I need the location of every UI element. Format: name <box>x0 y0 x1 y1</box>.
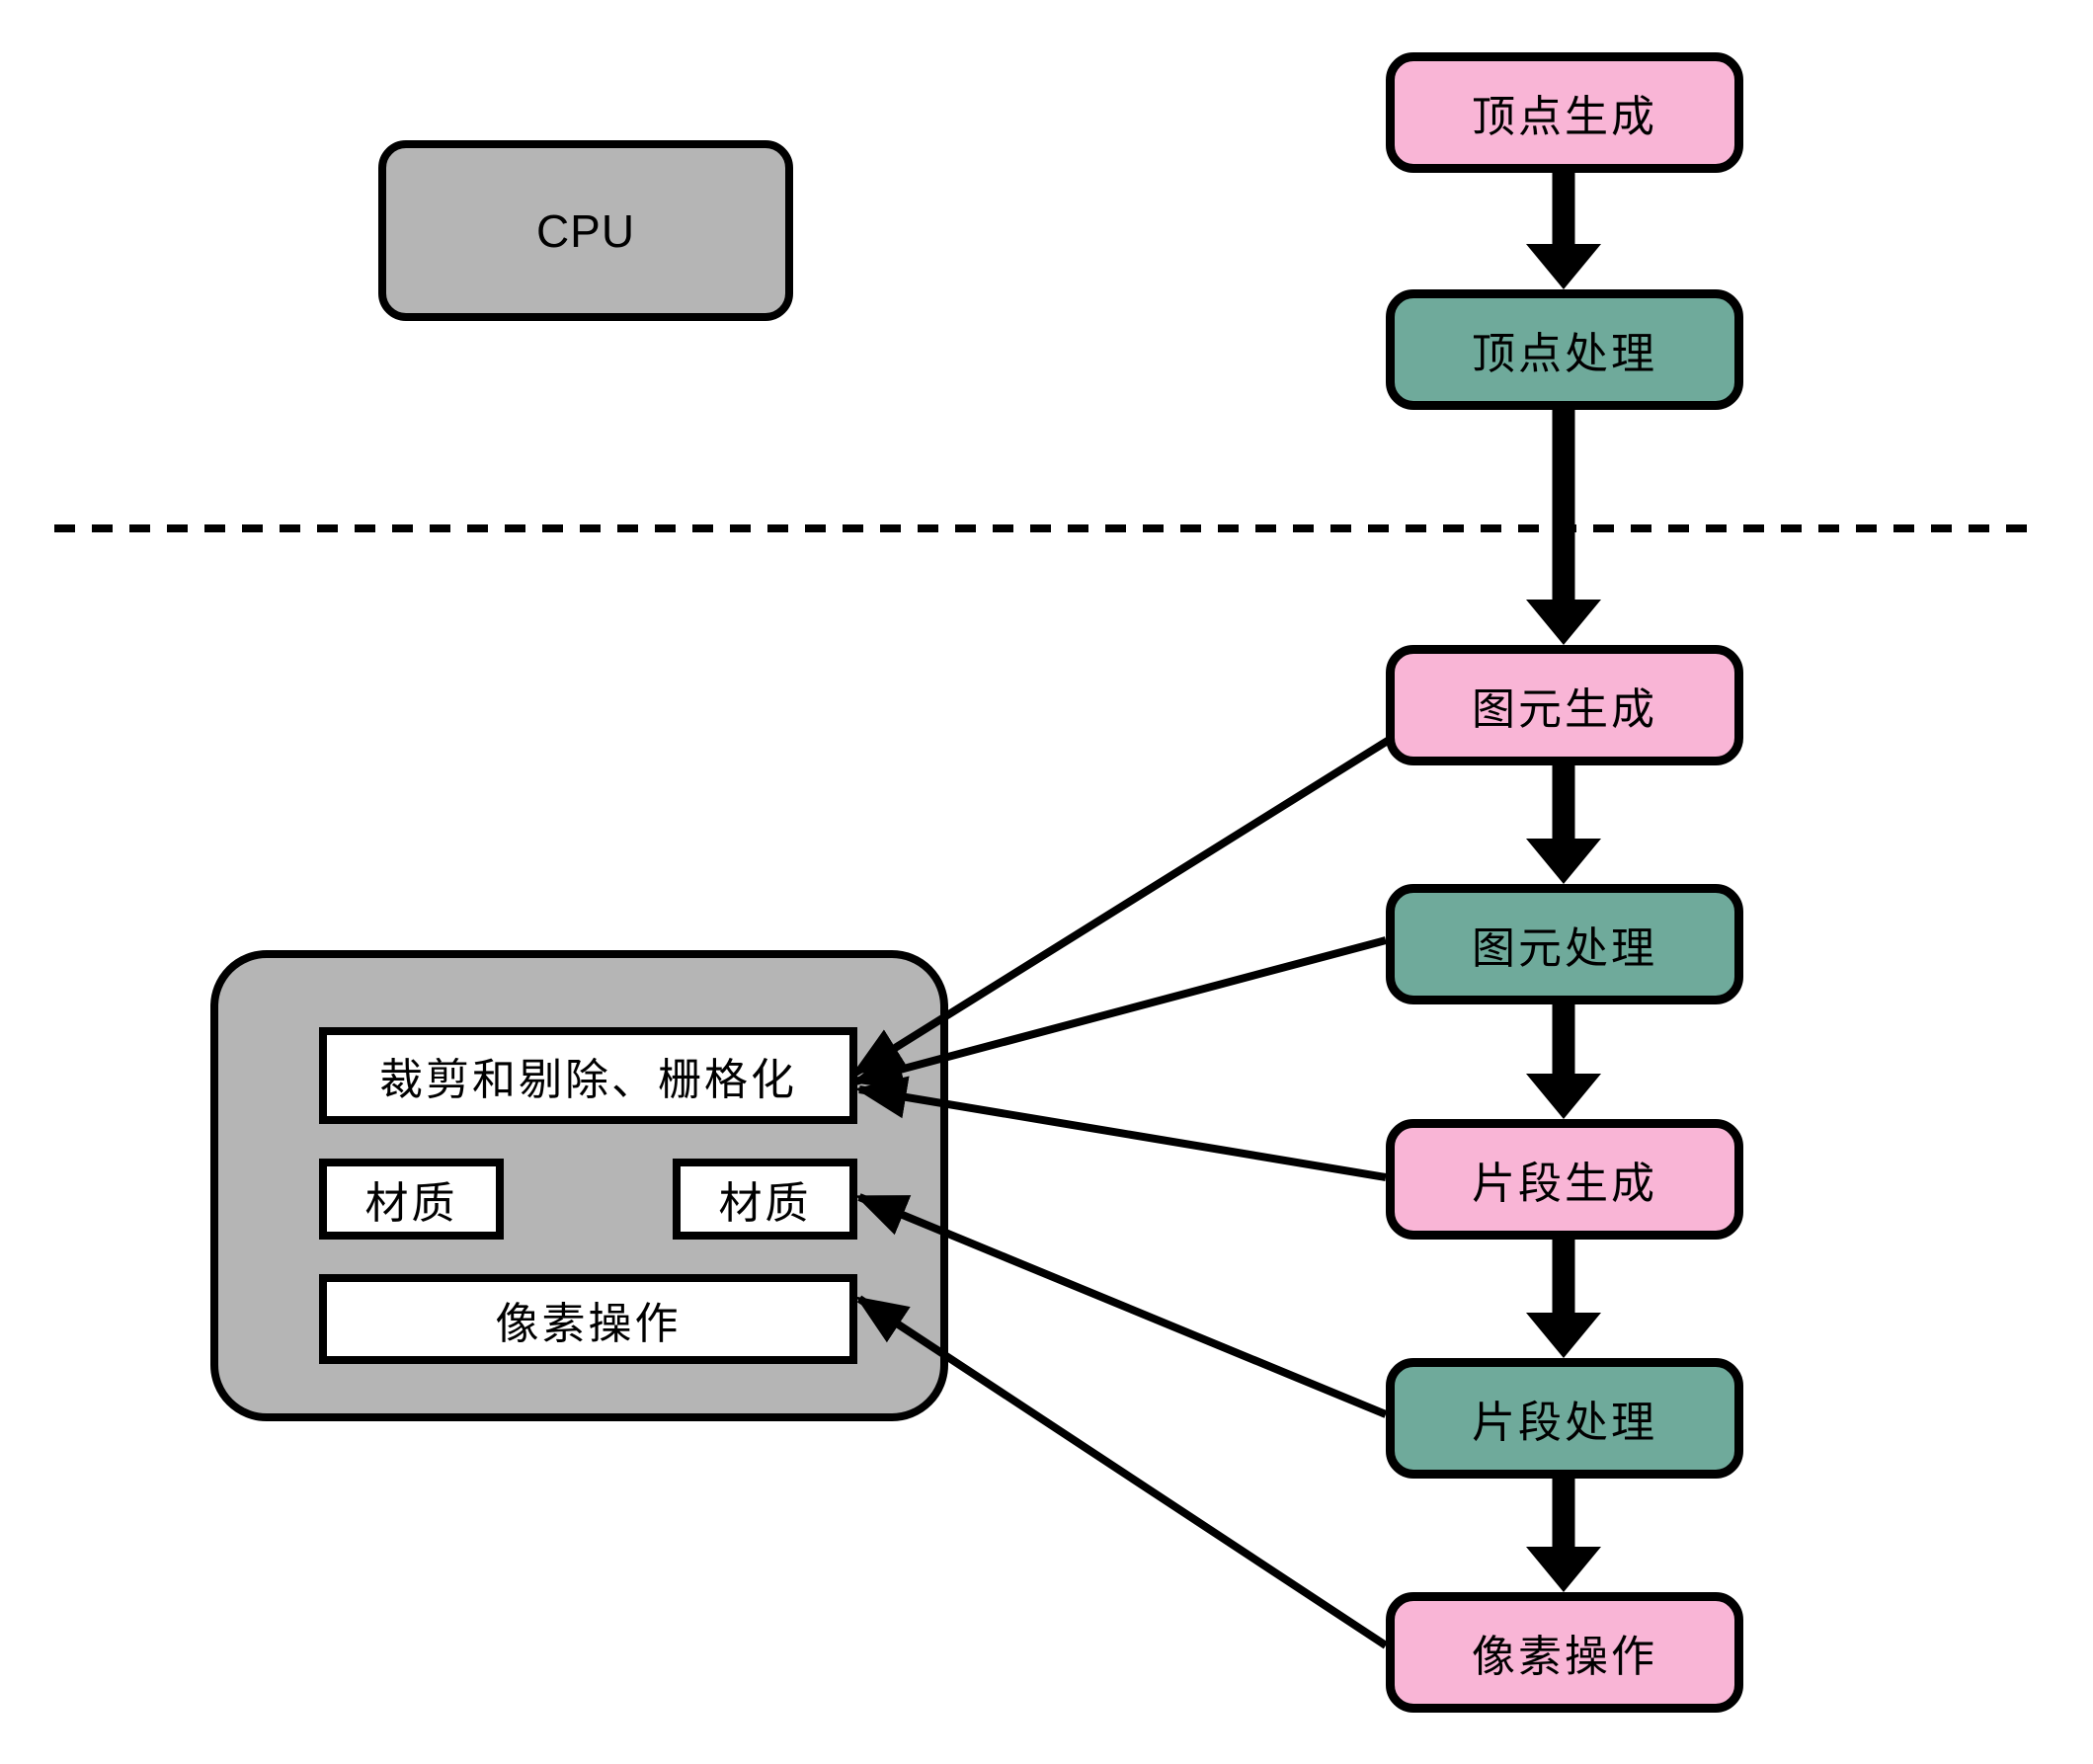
unit-label: 材质 <box>718 1179 812 1228</box>
cpu-label: CPU <box>535 204 636 257</box>
unit-texture-left: 材质 <box>319 1159 504 1240</box>
unit-label: 像素操作 <box>495 1299 682 1348</box>
stage-label: 图元生成 <box>1472 685 1657 734</box>
unit-label: 材质 <box>364 1179 458 1228</box>
unit-clip-cull-raster: 裁剪和剔除、栅格化 <box>319 1027 857 1124</box>
unit-texture-right: 材质 <box>673 1159 857 1240</box>
stage-primitive-processing: 图元处理 <box>1386 884 1743 1004</box>
stage-fragment-processing: 片段处理 <box>1386 1358 1743 1479</box>
stage-label: 像素操作 <box>1472 1633 1657 1681</box>
stage-label: 顶点处理 <box>1472 330 1657 378</box>
cpu-box: CPU <box>378 140 793 321</box>
stage-label: 顶点生成 <box>1472 93 1657 141</box>
unit-pixel-operations: 像素操作 <box>319 1274 857 1364</box>
flow-arrow-vertex-gen-to-vertex-proc <box>1526 173 1601 289</box>
stage-label: 片段处理 <box>1472 1399 1657 1447</box>
flow-arrow-fragment-gen-to-fragment-proc <box>1526 1240 1601 1358</box>
stage-pixel-operations: 像素操作 <box>1386 1592 1743 1713</box>
flow-arrow-primitive-gen-to-primitive-proc <box>1526 765 1601 884</box>
stage-primitive-generation: 图元生成 <box>1386 645 1743 765</box>
unit-label: 裁剪和剔除、栅格化 <box>379 1056 797 1104</box>
stage-label: 片段生成 <box>1472 1160 1657 1208</box>
stage-vertex-processing: 顶点处理 <box>1386 289 1743 410</box>
flow-arrow-vertex-proc-to-primitive-gen <box>1526 410 1601 645</box>
flow-arrow-primitive-proc-to-fragment-gen <box>1526 1004 1601 1119</box>
stage-label: 图元处理 <box>1472 924 1657 973</box>
stage-vertex-generation: 顶点生成 <box>1386 52 1743 173</box>
stage-fragment-generation: 片段生成 <box>1386 1119 1743 1240</box>
flow-arrow-fragment-proc-to-pixel-ops <box>1526 1479 1601 1592</box>
